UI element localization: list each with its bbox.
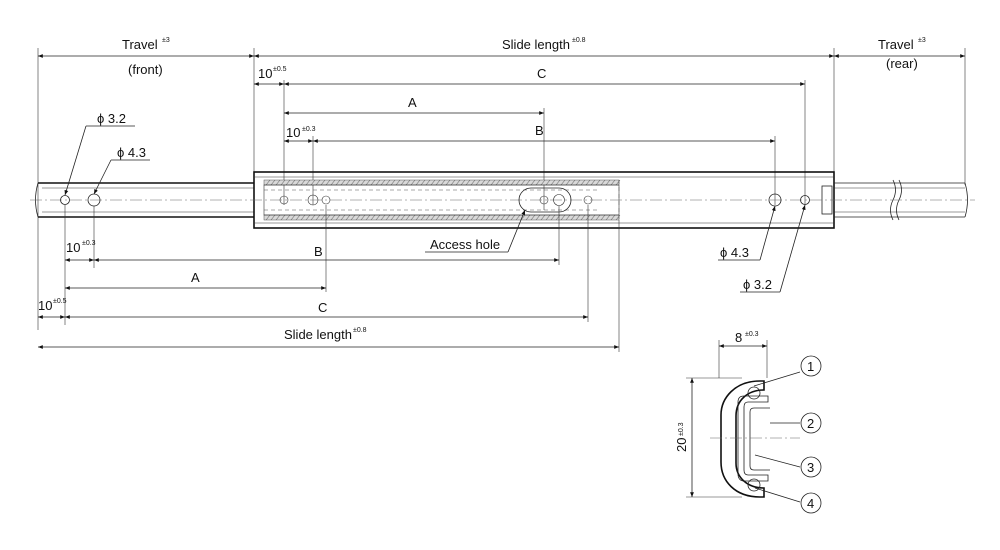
- ball-top: [747, 386, 761, 400]
- callout-3-number: 3: [807, 460, 814, 475]
- height-20-tolerance: ±0.3: [678, 422, 685, 436]
- ten-inner-top-label: 10: [286, 125, 300, 140]
- access-hole-label: Access hole: [430, 237, 500, 252]
- callout-4: 4: [800, 492, 822, 514]
- ten-bottom-inner-tolerance: ±0.3: [82, 240, 96, 247]
- phi32-left-label: ϕ 3.2: [97, 111, 126, 126]
- front-label: (front): [128, 62, 163, 77]
- c-top-label: C: [537, 66, 546, 81]
- ball-cage-hatching: [265, 179, 621, 221]
- b-top-label: B: [535, 123, 544, 138]
- ten-bottom-tolerance: ±0.5: [53, 298, 67, 305]
- b-bottom-label: B: [314, 244, 323, 259]
- slide-length-top-tolerance: ±0.8: [572, 37, 586, 44]
- callout-1-number: 1: [807, 359, 814, 374]
- slide-length-bottom-tolerance: ±0.8: [353, 327, 367, 334]
- a-top-label: A: [408, 95, 417, 110]
- travel-front-label: Travel: [122, 37, 158, 52]
- rear-label: (rear): [886, 56, 918, 71]
- ten-bottom-label: 10: [38, 298, 52, 313]
- callout-2: 2: [800, 412, 822, 434]
- intermediate-member-profile: [737, 395, 769, 482]
- hole-phi32-rear: [800, 195, 810, 205]
- travel-rear-label: Travel: [878, 37, 914, 52]
- callout-3: 3: [800, 456, 822, 478]
- access-hole-slot: [518, 187, 572, 213]
- width-8-tolerance: ±0.3: [745, 331, 759, 338]
- outer-member-profile: [720, 380, 765, 498]
- hole-callouts: ϕ 3.2 ϕ 4.3 Access hole ϕ 4.3 ϕ 3.2: [64, 111, 806, 293]
- phi32-right-label: ϕ 3.2: [743, 277, 772, 292]
- a-bottom-label: A: [191, 270, 200, 285]
- slide-side-view: [30, 171, 975, 229]
- hole-phi32-front: [60, 195, 70, 205]
- bottom-dimensions: 10 ±0.3 B A 10 ±0.5 C Slide length ±0.8: [38, 205, 620, 352]
- c-bottom-label: C: [318, 300, 327, 315]
- ten-top-tolerance: ±0.5: [273, 66, 287, 73]
- callout-4-number: 4: [807, 496, 814, 511]
- travel-rear-tolerance: ±3: [918, 37, 926, 44]
- travel-front-tolerance: ±3: [162, 37, 170, 44]
- slide-length-top-label: Slide length: [502, 37, 570, 52]
- ten-bottom-inner-label: 10: [66, 240, 80, 255]
- ten-top-label: 10: [258, 66, 272, 81]
- callout-1: 1: [800, 355, 822, 377]
- phi43-right-label: ϕ 4.3: [720, 245, 749, 260]
- top-dimensions: Travel ±3 (front) Slide length ±0.8 Trav…: [37, 37, 966, 330]
- ball-bottom: [747, 478, 761, 492]
- ten-inner-top-tolerance: ±0.3: [302, 126, 316, 133]
- slide-length-bottom-label: Slide length: [284, 327, 352, 342]
- callout-2-number: 2: [807, 416, 814, 431]
- height-20-label: 20: [674, 438, 689, 452]
- inner-member-profile: [749, 407, 770, 471]
- phi43-left-label: ϕ 4.3: [117, 145, 146, 160]
- width-8-label: 8: [735, 330, 742, 345]
- cross-section-view: 8 ±0.3 20 ±0.3 1 2 3: [674, 330, 822, 514]
